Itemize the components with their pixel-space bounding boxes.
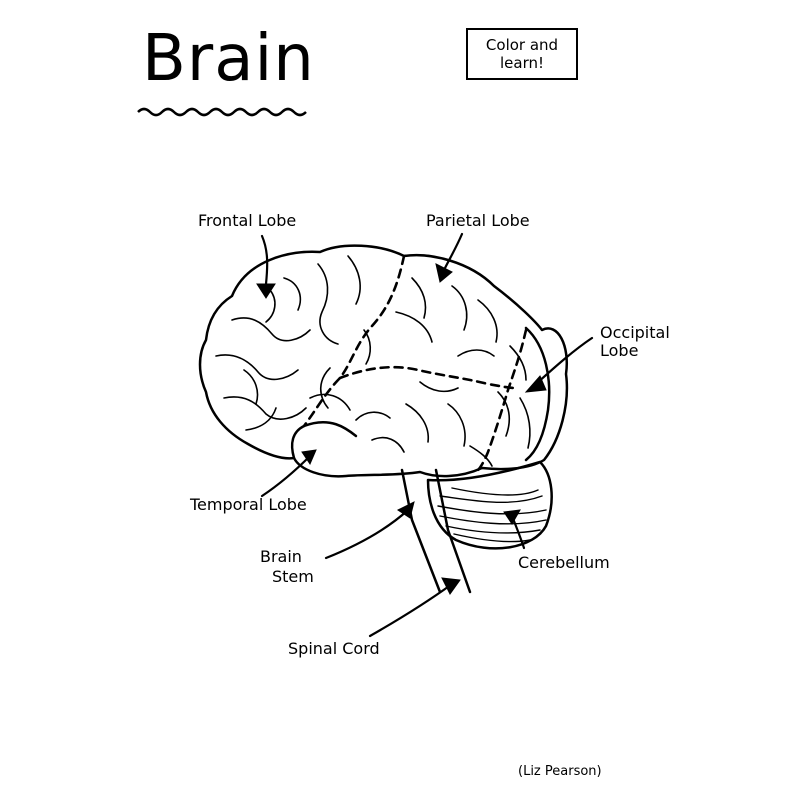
brain-stem-arrowhead-icon bbox=[397, 501, 415, 519]
spinal-cord-label: Spinal Cord bbox=[288, 639, 380, 658]
frontal-lobe-label: Frontal Lobe bbox=[198, 211, 297, 230]
lobe-boundaries bbox=[302, 254, 528, 472]
spinal-cord-arrowhead-icon bbox=[441, 577, 461, 595]
author-credit: (Liz Pearson) bbox=[518, 764, 602, 779]
parietal-pointer-line bbox=[442, 232, 464, 272]
brain-stem-left-line bbox=[400, 468, 442, 594]
page-title: Brain bbox=[142, 22, 315, 96]
title-underline-squiggle bbox=[137, 107, 307, 117]
tag-line-1: Color and bbox=[485, 36, 559, 54]
occipital-arrowhead-icon bbox=[524, 375, 547, 393]
temporal-arrowhead-icon bbox=[301, 449, 317, 466]
cerebellum-label: Cerebellum bbox=[518, 553, 610, 572]
parietal-lobe-label: Parietal Lobe bbox=[426, 211, 530, 230]
temporal-pointer-line bbox=[260, 454, 312, 498]
brain-outline bbox=[198, 244, 569, 478]
central-sulcus-dashed bbox=[302, 254, 406, 428]
brain-stem-label-line-1: Brain bbox=[260, 547, 302, 566]
brain-stem-right-line bbox=[434, 468, 472, 594]
temporal-lobe-label: Temporal Lobe bbox=[190, 495, 307, 514]
color-and-learn-box: Color and learn! bbox=[466, 28, 578, 80]
occipital-lobe-label-line-1: Occipital bbox=[600, 323, 670, 342]
frontal-arrowhead-icon bbox=[256, 283, 276, 299]
gyri-lines bbox=[215, 255, 531, 467]
cerebellum-folds bbox=[437, 487, 547, 543]
lateral-sulcus-dashed bbox=[338, 365, 518, 390]
cerebellum-outline bbox=[426, 460, 553, 550]
spinal-cord-pointer-line bbox=[368, 582, 454, 638]
brain-stem-label-line-2: Stem bbox=[272, 567, 314, 586]
cerebellum-arrowhead-icon bbox=[503, 509, 521, 525]
parieto-occipital-dashed bbox=[476, 328, 528, 472]
occipital-contour bbox=[524, 326, 551, 462]
brain-stem-pointer-line bbox=[324, 508, 410, 560]
frontal-pointer-line bbox=[260, 234, 269, 286]
tag-line-2: learn! bbox=[499, 54, 544, 72]
parietal-arrowhead-icon bbox=[435, 263, 453, 283]
occipital-lobe-label-line-2: Lobe bbox=[600, 341, 639, 360]
temporal-lobe-outline bbox=[290, 420, 358, 460]
